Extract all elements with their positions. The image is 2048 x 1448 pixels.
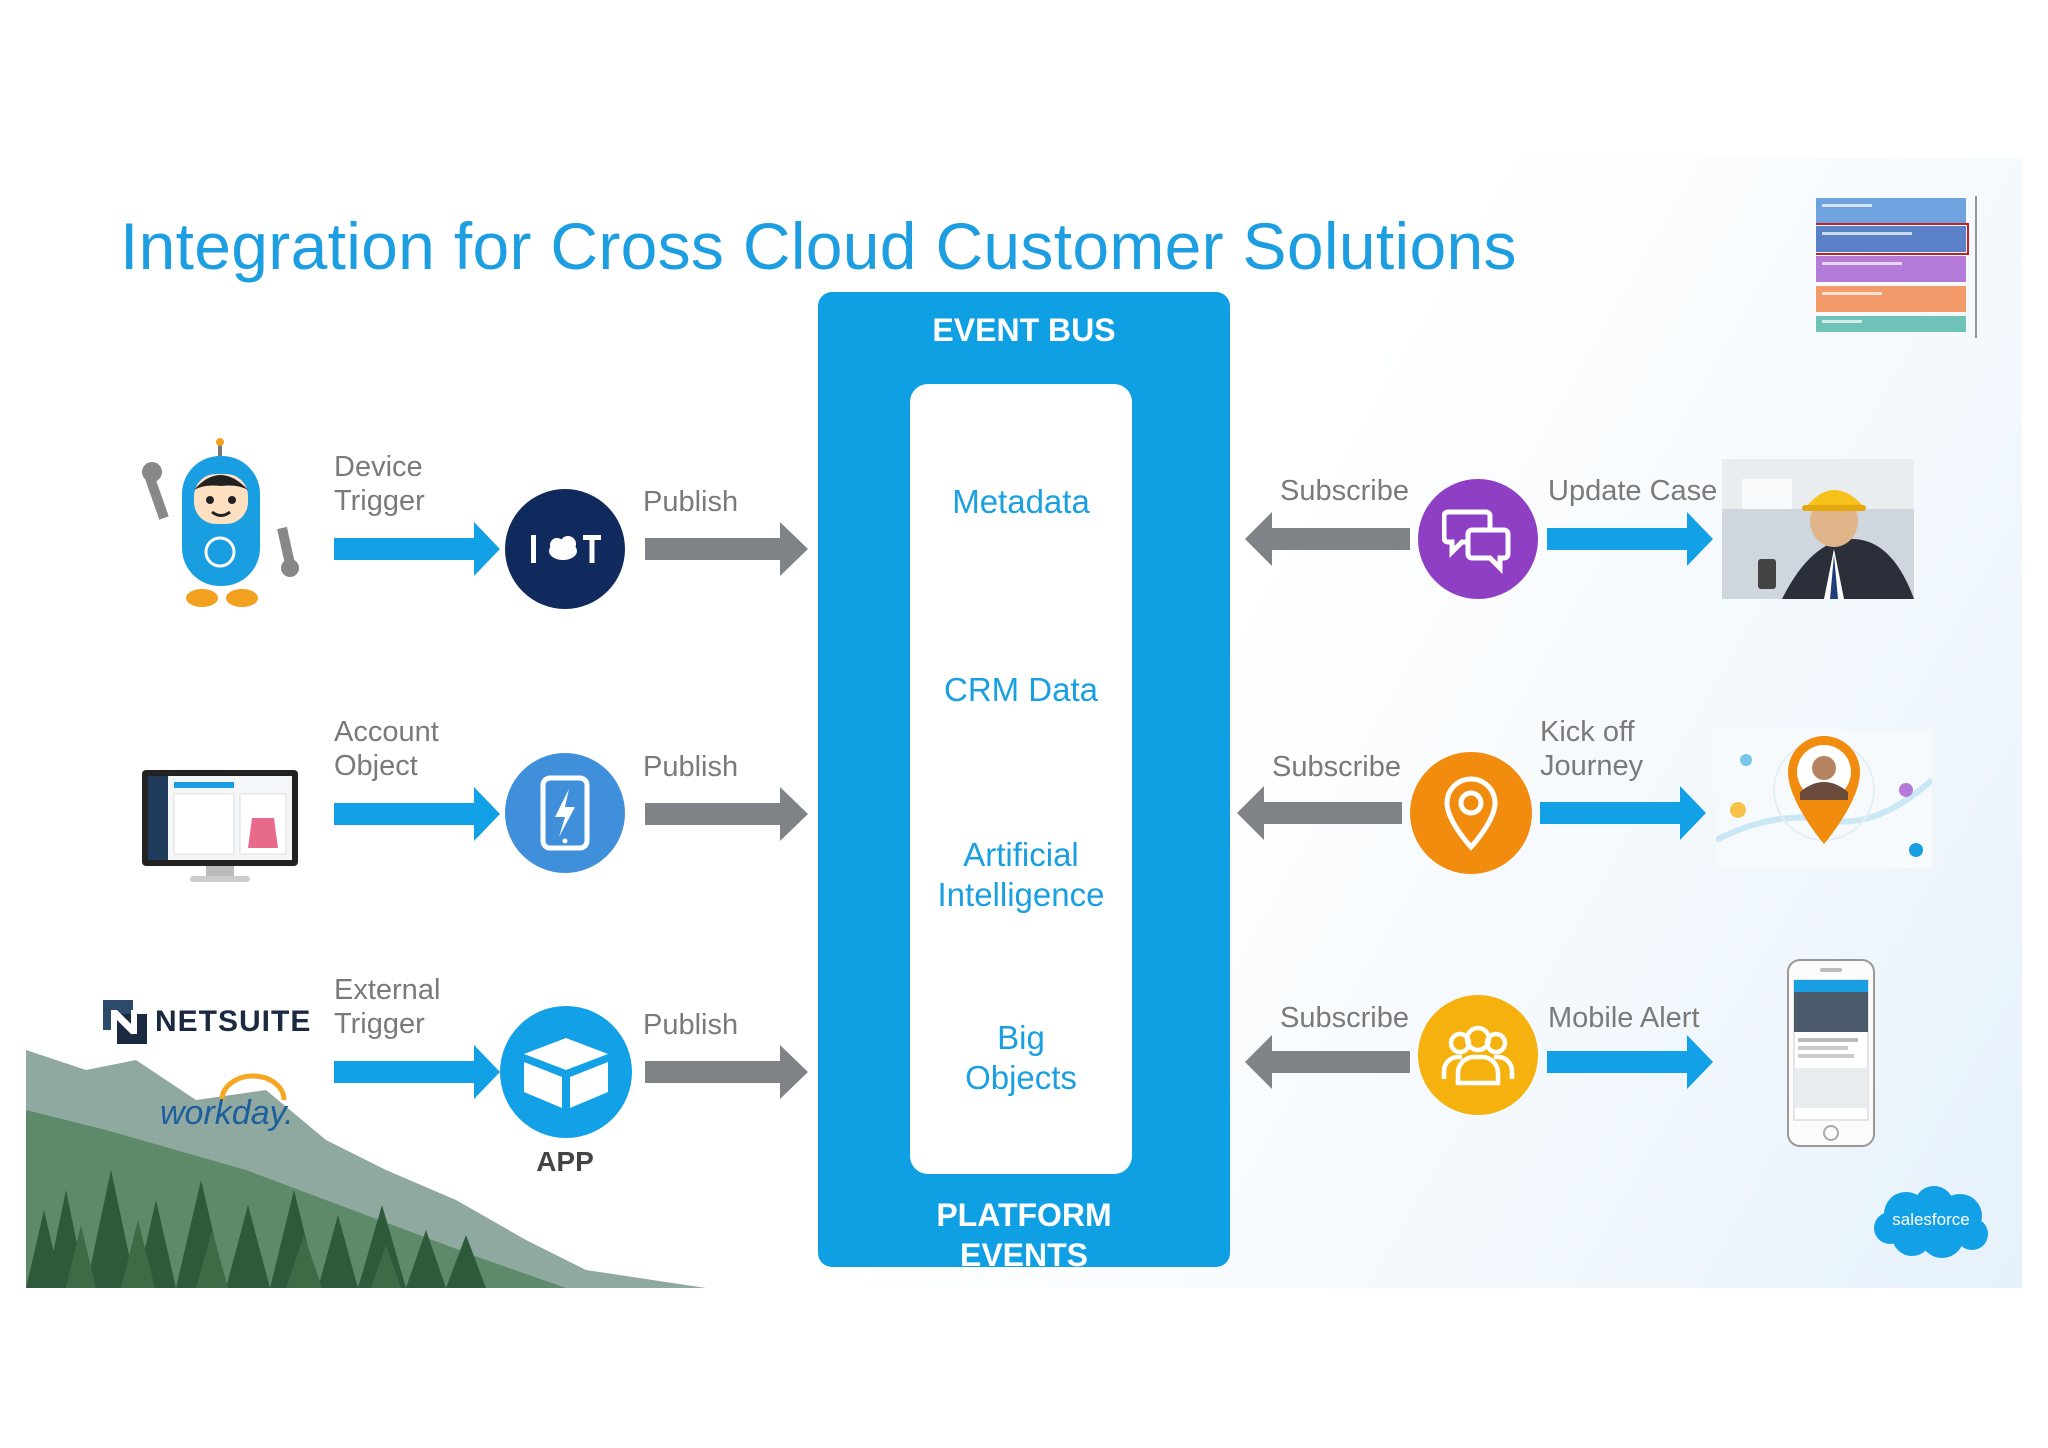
event-bus-inner-panel <box>910 384 1132 1174</box>
bus-item-crm-data: CRM Data <box>910 670 1132 710</box>
bus-item-line: CRM Data <box>943 671 1099 708</box>
bus-item-line: Objects <box>965 1059 1077 1096</box>
box-glyph <box>524 1038 608 1108</box>
phone-device <box>1787 959 1875 1147</box>
label-line: Trigger <box>334 1008 425 1040</box>
event-bus-label: EVENT BUS <box>932 312 1116 348</box>
bus-item-big-objects: Big Objects <box>910 1018 1132 1098</box>
mountain-forest-illustration <box>26 1050 706 1288</box>
people-group-icon <box>1418 995 1538 1115</box>
app-caption: APP <box>536 1146 594 1177</box>
netsuite-wordmark: NETSUITE <box>155 1005 312 1038</box>
bus-item-line: Intelligence <box>937 876 1105 913</box>
publisher-arrows-gray <box>645 522 808 1099</box>
chat-bubbles-icon <box>1418 479 1538 599</box>
workday-logo: workday. <box>160 1072 294 1132</box>
page-title: Integration for Cross Cloud Customer Sol… <box>120 209 1517 283</box>
netsuite-logo: NETSUITE <box>103 1000 311 1044</box>
label-line: Account <box>334 716 439 748</box>
people-glyph <box>1441 1025 1515 1086</box>
pin-glyph <box>1444 776 1498 851</box>
iot-cloud-glyph <box>531 535 601 563</box>
subscribe-label-3: Subscribe <box>1280 1002 1409 1034</box>
account-object-label: Account Object <box>334 715 439 783</box>
workday-arc <box>219 1073 287 1101</box>
subscribe-label-1: Subscribe <box>1280 475 1409 507</box>
label-line: Object <box>334 750 418 782</box>
label-line: Journey <box>1540 750 1644 782</box>
external-trigger-label: External Trigger <box>334 973 440 1041</box>
engineer-illustration <box>1722 459 1914 599</box>
platform-events-line: PLATFORM <box>936 1197 1112 1233</box>
location-pin-icon <box>1410 752 1532 874</box>
desktop-monitor-illustration <box>142 770 298 882</box>
publisher-arrows-blue <box>334 522 500 1099</box>
app-box-icon <box>500 1006 632 1138</box>
label-line: Device <box>334 451 423 483</box>
subscriber-arrows-gray <box>1237 512 1410 1089</box>
device-trigger-label: Device Trigger <box>334 450 425 518</box>
publish-label-2: Publish <box>643 751 739 783</box>
iot-icon <box>505 489 625 609</box>
platform-events-line: EVENTS <box>959 1237 1089 1273</box>
bus-item-line: Artificial <box>963 836 1079 873</box>
bus-item-line: Big <box>997 1019 1045 1056</box>
workday-wordmark: workday. <box>160 1094 294 1132</box>
label-line: External <box>334 974 441 1006</box>
platform-events-label: PLATFORM EVENTS <box>818 1195 1230 1275</box>
update-case-label: Update Case <box>1548 475 1718 507</box>
label-line: Kick off <box>1540 716 1635 748</box>
phone-bolt-glyph <box>540 775 590 851</box>
publish-label-1: Publish <box>643 486 739 518</box>
salesforce-wordmark: salesforce <box>1892 1210 1970 1229</box>
bus-item-metadata: Metadata <box>910 482 1132 522</box>
engineer-photo <box>1722 459 1914 599</box>
smartphone-illustration <box>1786 958 1876 1148</box>
platform-stack-thumbnail <box>1816 196 1977 338</box>
bus-item-artificial-intelligence: Artificial Intelligence <box>910 835 1132 915</box>
customer-journey-photo <box>1716 730 1932 868</box>
mobile-alert-label: Mobile Alert <box>1548 1002 1700 1034</box>
mobile-lightning-icon <box>505 753 625 873</box>
salesforce-cloud <box>1874 1186 1988 1258</box>
publish-label-3: Publish <box>643 1009 739 1041</box>
subscribe-label-2: Subscribe <box>1272 751 1401 783</box>
netsuite-mark <box>103 1000 147 1044</box>
chat-glyph <box>1442 509 1511 574</box>
astro-mascot-illustration <box>142 438 299 607</box>
salesforce-logo: salesforce <box>1872 1184 1990 1264</box>
kick-off-journey-label: Kick off Journey <box>1540 715 1643 783</box>
bus-item-line: Metadata <box>952 483 1090 520</box>
journey-illustration <box>1716 730 1932 868</box>
label-line: Trigger <box>334 485 425 517</box>
subscriber-arrows-blue <box>1540 512 1713 1089</box>
